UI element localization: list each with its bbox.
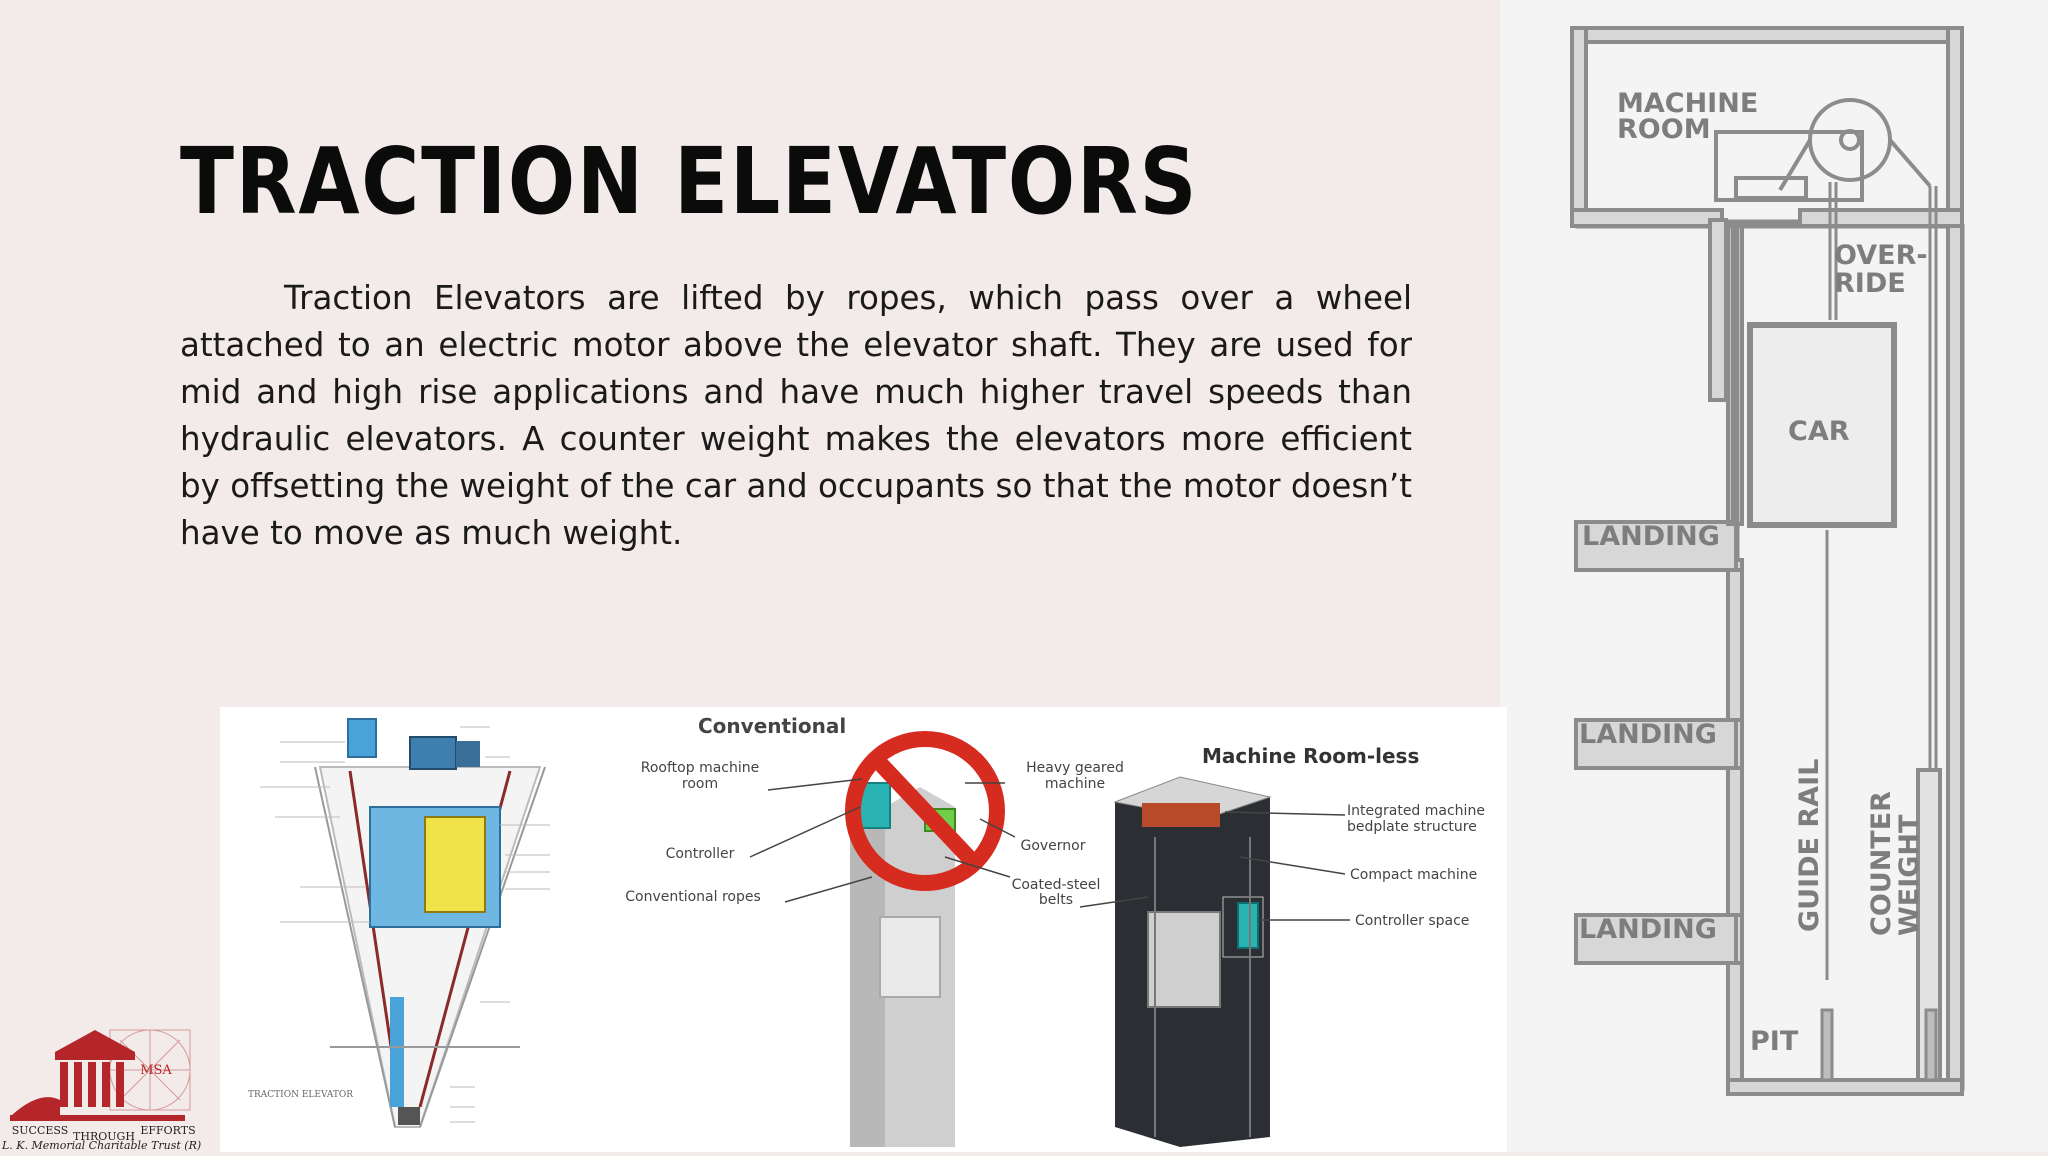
collage-svg: TRACTION ELEVATOR Conventional	[248, 714, 1485, 1147]
traction-elevator-illustration: TRACTION ELEVATOR	[248, 718, 550, 1128]
label-car: CAR	[1788, 416, 1850, 447]
logo-motto-efforts: EFFORTS	[140, 1124, 195, 1137]
label-rooftop-2: room	[682, 776, 718, 792]
label-conventional-ropes: Conventional ropes	[625, 889, 761, 905]
shaft-diagram-panel: MACHINE ROOM OVER- RIDE CAR LANDING LAND…	[1500, 0, 2048, 1152]
label-governor: Governor	[1020, 838, 1085, 854]
logo-trust-name: L. K. Memorial Charitable Trust (R)	[1, 1139, 201, 1152]
label-override-2: RIDE	[1834, 268, 1906, 299]
logo-motto-through: THROUGH	[73, 1130, 135, 1143]
label-controller: Controller	[666, 846, 735, 862]
label-override-1: OVER-	[1834, 240, 1928, 271]
conventional-illustration: Conventional Rooftop machine	[625, 714, 1124, 1147]
label-machine: MACHINE	[1617, 88, 1758, 119]
label-coated-steel-1: Coated-steel	[1012, 877, 1101, 893]
label-integrated-2: bedplate structure	[1347, 819, 1477, 835]
logo-motto-success: SUCCESS	[12, 1124, 69, 1137]
logo-badge: MSA	[140, 1063, 172, 1078]
label-landing-1: LANDING	[1582, 521, 1720, 552]
label-controller-space: Controller space	[1355, 913, 1469, 929]
slide-body-text: Traction Elevators are lifted by ropes, …	[180, 279, 1412, 552]
elevator-car	[1747, 322, 1897, 528]
mrl-illustration: Machine Room-less Integra	[1079, 744, 1485, 1147]
label-landing-2: LANDING	[1579, 719, 1717, 750]
label-integrated-1: Integrated machine	[1347, 803, 1485, 819]
label-counter: COUNTER	[1866, 791, 1897, 936]
conventional-heading: Conventional	[698, 714, 846, 738]
elevator-illustrations: TRACTION ELEVATOR Conventional	[220, 707, 1507, 1152]
label-guide-rail: GUIDE RAIL	[1794, 759, 1825, 932]
label-heavy-geared-2: machine	[1045, 776, 1105, 792]
hoist-machine	[1714, 98, 1932, 202]
mrl-heading: Machine Room-less	[1202, 744, 1419, 768]
label-pit: PIT	[1750, 1026, 1799, 1057]
landing-3-slab	[1574, 913, 1738, 965]
landing-2-slab	[1574, 718, 1738, 770]
label-rooftop-1: Rooftop machine	[641, 760, 759, 776]
label-weight: WEIGHT	[1894, 814, 1925, 936]
landing-1-slab	[1574, 520, 1738, 572]
organization-logo: MSA SUCCESS THROUGH EFFORTS L. K. Memori…	[0, 1010, 215, 1152]
label-heavy-geared-1: Heavy geared	[1026, 760, 1124, 776]
label-compact-machine: Compact machine	[1350, 867, 1477, 883]
slide-title: TRACTION ELEVATORS	[180, 128, 1199, 235]
traction-caption: TRACTION ELEVATOR	[248, 1090, 353, 1100]
shaft-diagram: MACHINE ROOM OVER- RIDE CAR LANDING LAND…	[1570, 26, 1965, 1096]
label-landing-3: LANDING	[1579, 914, 1717, 945]
label-room: ROOM	[1617, 114, 1711, 145]
logo-svg: MSA SUCCESS THROUGH EFFORTS L. K. Memori…	[1, 1029, 201, 1152]
label-coated-steel-2: belts	[1039, 892, 1073, 908]
